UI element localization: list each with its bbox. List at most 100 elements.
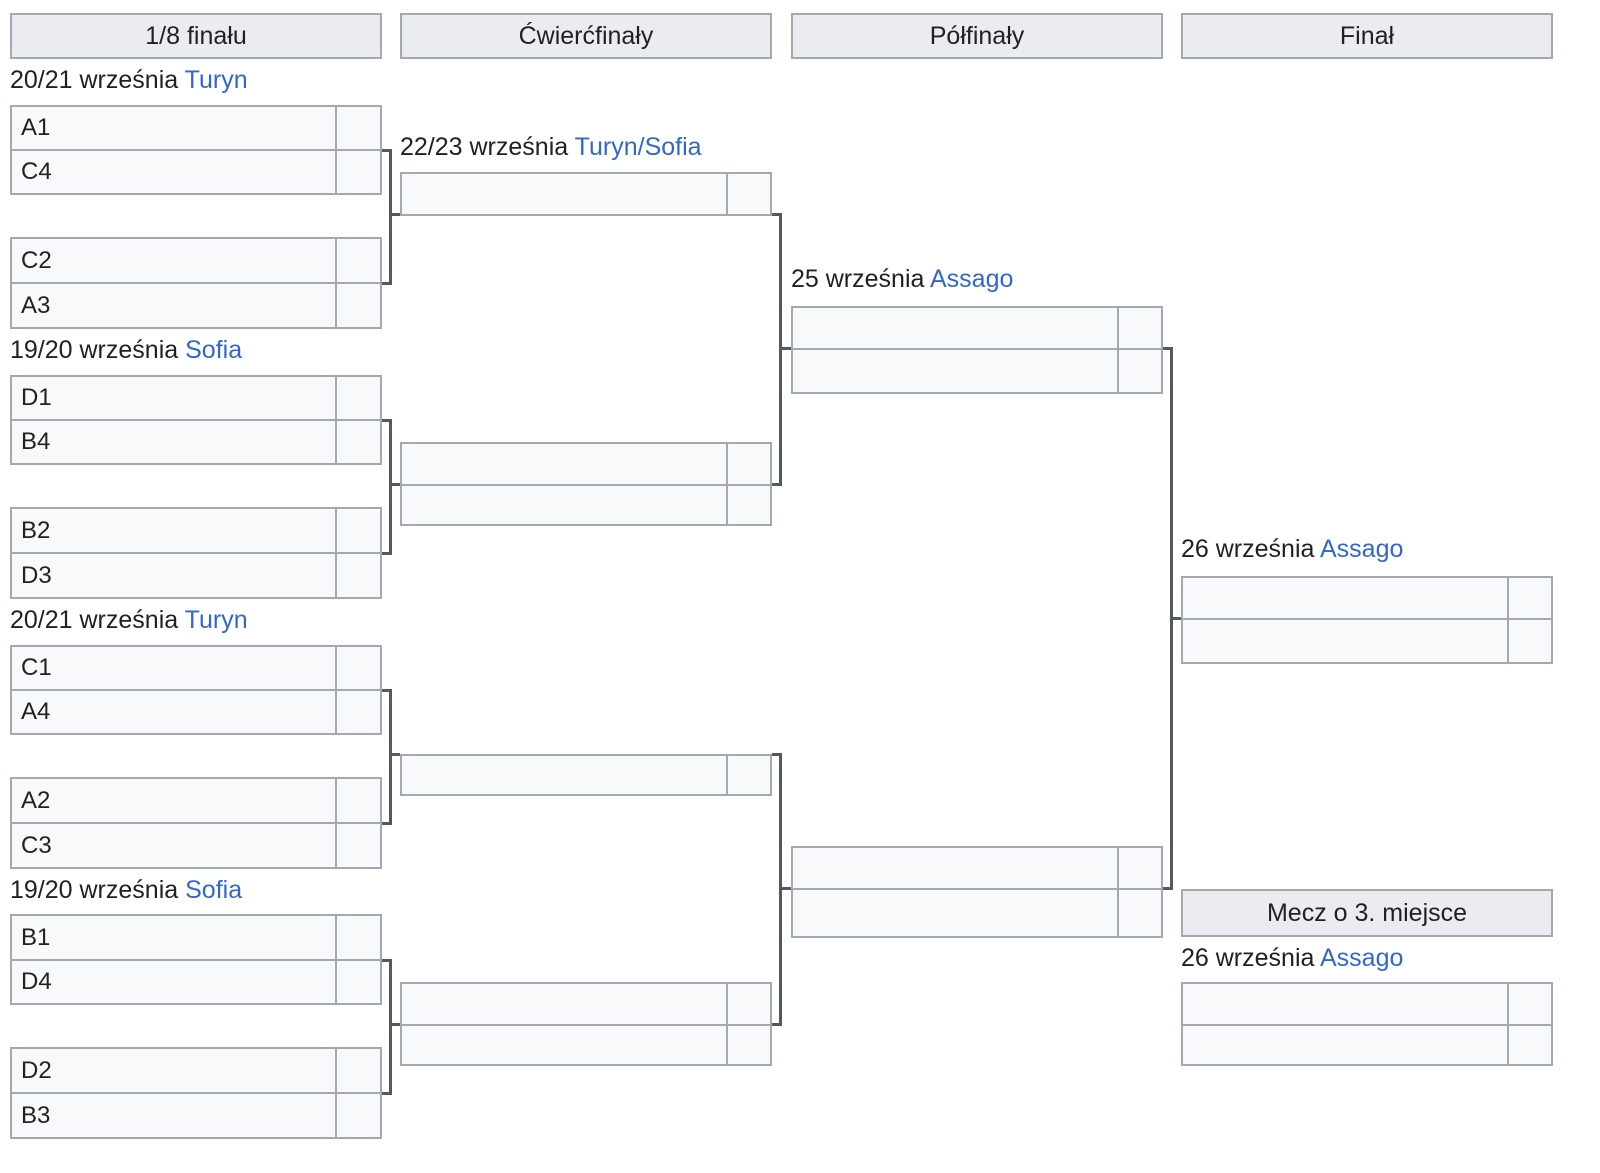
score-cell bbox=[726, 982, 772, 1026]
bracket-connector bbox=[389, 149, 392, 285]
score-cell bbox=[726, 484, 772, 526]
date-label-third-place: 26 września Assago bbox=[1181, 944, 1404, 972]
team-cell bbox=[791, 888, 1119, 938]
date-label-r16-group-4: 19/20 września Sofia bbox=[10, 876, 243, 904]
date-label-r16-group-1: 20/21 września Turyn bbox=[10, 66, 248, 94]
bracket-connector bbox=[772, 213, 782, 216]
team-cell: C2 bbox=[10, 237, 337, 284]
venue-link[interactable]: Assago bbox=[1319, 944, 1404, 972]
date-label-semifinals: 25 września Assago bbox=[791, 265, 1014, 293]
score-cell bbox=[1117, 348, 1163, 394]
bracket-connector bbox=[772, 753, 782, 756]
score-cell bbox=[335, 959, 382, 1005]
date-label-final: 26 września Assago bbox=[1181, 535, 1404, 563]
header-round-of-16: 1/8 finału bbox=[10, 13, 382, 59]
team-cell: A2 bbox=[10, 777, 337, 824]
team-cell bbox=[1181, 576, 1509, 620]
team-cell: B1 bbox=[10, 914, 337, 961]
team-cell: D1 bbox=[10, 375, 337, 421]
bracket-connector bbox=[772, 1023, 782, 1026]
bracket-connector bbox=[382, 149, 392, 152]
score-cell bbox=[335, 552, 382, 599]
score-cell bbox=[1117, 888, 1163, 938]
team-cell: C1 bbox=[10, 645, 337, 691]
bracket-connector bbox=[389, 483, 400, 486]
team-cell: B3 bbox=[10, 1092, 337, 1139]
score-cell bbox=[726, 1024, 772, 1066]
score-cell bbox=[1117, 306, 1163, 350]
venue-link[interactable]: Turyn/Sofia bbox=[574, 133, 702, 161]
team-cell bbox=[1181, 982, 1509, 1026]
score-cell bbox=[335, 149, 382, 195]
team-cell bbox=[400, 172, 728, 216]
score-cell bbox=[1507, 982, 1553, 1026]
team-cell: B4 bbox=[10, 419, 337, 465]
bracket-connector bbox=[382, 959, 392, 962]
date-label-quarterfinals: 22/23 września Turyn/Sofia bbox=[400, 133, 702, 161]
score-cell bbox=[335, 1047, 382, 1094]
bracket-connector bbox=[389, 1023, 400, 1026]
team-cell: B2 bbox=[10, 507, 337, 554]
score-cell bbox=[335, 375, 382, 421]
team-cell bbox=[791, 348, 1119, 394]
bracket-connector bbox=[1163, 347, 1173, 350]
bracket-connector bbox=[382, 1092, 392, 1095]
score-cell bbox=[726, 172, 772, 216]
team-cell bbox=[400, 484, 728, 526]
venue-link[interactable]: Turyn bbox=[184, 606, 248, 634]
score-cell bbox=[335, 689, 382, 735]
bracket-connector bbox=[389, 213, 400, 216]
bracket-connector bbox=[389, 689, 392, 825]
header-semifinals: Półfinały bbox=[791, 13, 1163, 59]
score-cell bbox=[335, 914, 382, 961]
team-cell: A4 bbox=[10, 689, 337, 735]
bracket-connector bbox=[779, 887, 791, 890]
bracket-connector bbox=[382, 282, 392, 285]
score-cell bbox=[1507, 1024, 1553, 1066]
team-cell bbox=[400, 982, 728, 1026]
score-cell bbox=[335, 822, 382, 869]
team-cell bbox=[400, 1024, 728, 1066]
date-label-r16-group-3: 20/21 września Turyn bbox=[10, 606, 248, 634]
score-cell bbox=[335, 237, 382, 284]
venue-link[interactable]: Turyn bbox=[184, 66, 248, 94]
score-cell bbox=[335, 777, 382, 824]
team-cell: A1 bbox=[10, 105, 337, 151]
team-cell bbox=[791, 846, 1119, 890]
bracket-connector bbox=[779, 347, 791, 350]
bracket-connector bbox=[382, 419, 392, 422]
bracket-connector bbox=[382, 822, 392, 825]
team-cell bbox=[1181, 1024, 1509, 1066]
bracket-connector bbox=[389, 959, 392, 1095]
team-cell: C4 bbox=[10, 149, 337, 195]
header-third-place: Mecz o 3. miejsce bbox=[1181, 889, 1553, 937]
bracket-connector bbox=[382, 552, 392, 555]
bracket-connector bbox=[772, 483, 782, 486]
team-cell: D3 bbox=[10, 552, 337, 599]
score-cell bbox=[335, 1092, 382, 1139]
score-cell bbox=[335, 105, 382, 151]
header-quarterfinals: Ćwierćfinały bbox=[400, 13, 772, 59]
score-cell bbox=[335, 507, 382, 554]
score-cell bbox=[1507, 618, 1553, 664]
venue-link[interactable]: Sofia bbox=[185, 336, 243, 364]
venue-link[interactable]: Sofia bbox=[185, 876, 243, 904]
score-cell bbox=[726, 442, 772, 486]
date-label-r16-group-2: 19/20 września Sofia bbox=[10, 336, 243, 364]
team-cell: D4 bbox=[10, 959, 337, 1005]
header-final: Finał bbox=[1181, 13, 1553, 59]
team-cell: A3 bbox=[10, 282, 337, 329]
bracket-connector bbox=[389, 753, 400, 756]
score-cell bbox=[335, 645, 382, 691]
venue-link[interactable]: Assago bbox=[1319, 535, 1404, 563]
team-cell: D2 bbox=[10, 1047, 337, 1094]
team-cell: C3 bbox=[10, 822, 337, 869]
score-cell bbox=[335, 282, 382, 329]
venue-link[interactable]: Assago bbox=[929, 265, 1014, 293]
score-cell bbox=[1117, 846, 1163, 890]
team-cell bbox=[400, 442, 728, 486]
team-cell bbox=[1181, 618, 1509, 664]
score-cell bbox=[1507, 576, 1553, 620]
bracket-connector bbox=[382, 689, 392, 692]
team-cell bbox=[400, 754, 728, 796]
